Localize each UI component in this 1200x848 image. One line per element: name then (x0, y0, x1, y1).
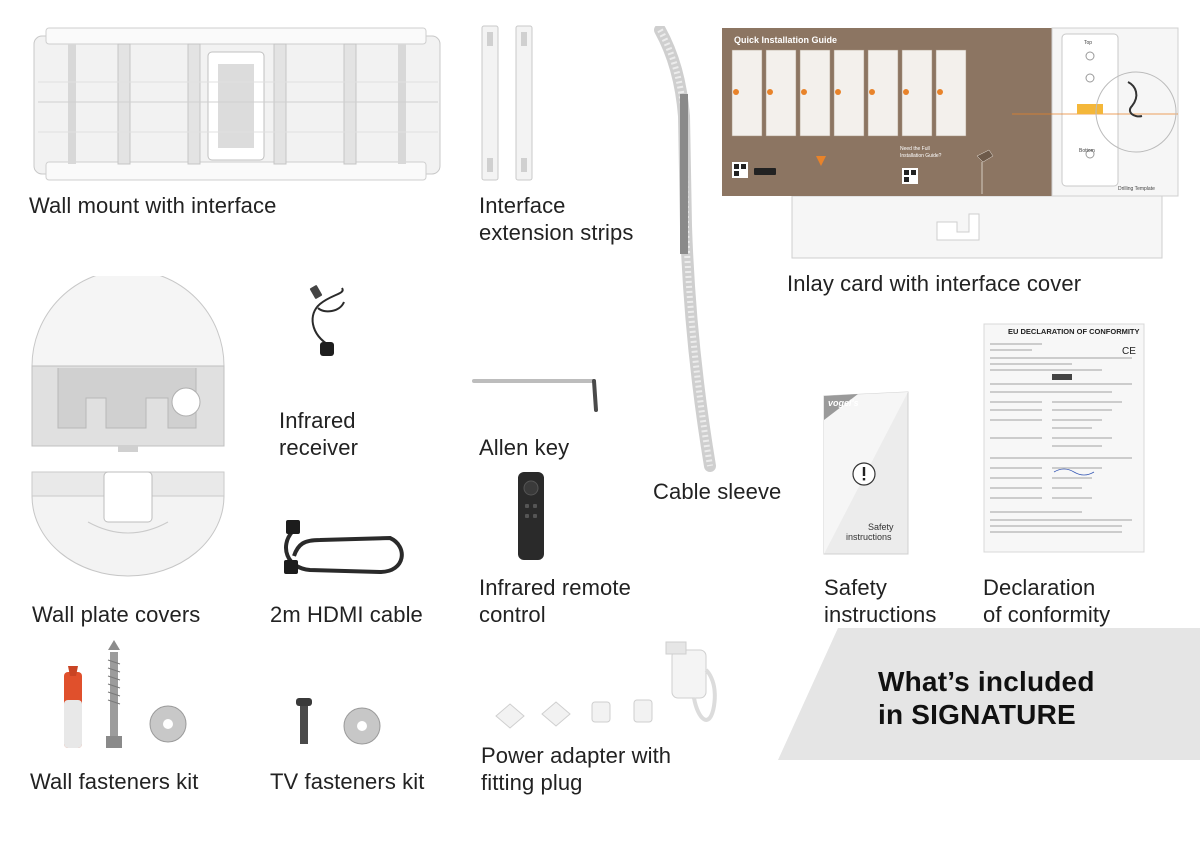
guide-full-guide-1: Need the Full (900, 146, 930, 152)
wall-mount-image (33, 27, 441, 181)
whats-included-line-2: in SIGNATURE (878, 699, 1076, 730)
remote-control-image (518, 472, 544, 560)
safety-booklet-line-1: Safety (868, 522, 894, 532)
declaration-document-image: EU DECLARATION OF CONFORMITY CE (983, 323, 1145, 553)
power-adapter-label-2: fitting plug (481, 770, 583, 795)
allen-key-image (472, 379, 598, 412)
declaration-label-1: Declaration (983, 575, 1096, 600)
power-adapter-label-1: Power adapter with (481, 743, 672, 768)
safety-label-2: instructions (824, 602, 937, 627)
wall-fasteners-label: Wall fasteners kit (30, 769, 199, 794)
wall-plate-covers-image (31, 276, 225, 577)
extension-strips-label-1: Interface (479, 193, 566, 218)
hdmi-cable-label: 2m HDMI cable (270, 602, 423, 627)
tv-fasteners-label: TV fasteners kit (270, 769, 425, 794)
allen-key-label: Allen key (479, 435, 570, 460)
ir-receiver-label-2: receiver (279, 435, 359, 460)
guide-bottom-label: Bottom (1079, 148, 1095, 154)
whats-included-heading: What’s included in SIGNATURE (878, 665, 1095, 731)
tv-fasteners-image (296, 698, 381, 745)
remote-control-label-1: Infrared remote (479, 575, 631, 600)
declaration-doc-title: EU DECLARATION OF CONFORMITY (1008, 327, 1140, 336)
declaration-ce-mark: CE (1122, 346, 1136, 357)
wall-plate-covers-label: Wall plate covers (32, 602, 201, 627)
ir-receiver-label-1: Infrared (279, 408, 356, 433)
remote-control-label-2: control (479, 602, 546, 627)
safety-label-1: Safety (824, 575, 887, 600)
inlay-card-label: Inlay card with interface cover (787, 271, 1082, 296)
safety-booklet-brand: vogel's (828, 398, 859, 408)
inlay-card-image: Quick Installation Guide Need the Full I… (722, 27, 1179, 259)
declaration-label-2: of conformity (983, 602, 1111, 627)
whats-included-banner (778, 628, 1200, 760)
extension-strips-label-2: extension strips (479, 220, 634, 245)
guide-drilling-label: Drilling Template (1118, 186, 1155, 192)
safety-booklet-line-2: instructions (846, 532, 892, 542)
hdmi-cable-image (284, 520, 404, 575)
guide-top-label: Top (1084, 40, 1092, 46)
power-adapter-image (495, 641, 717, 729)
wall-mount-label: Wall mount with interface (29, 193, 277, 218)
guide-title: Quick Installation Guide (734, 35, 837, 45)
cable-sleeve-image (654, 26, 716, 472)
safety-booklet-image: vogel's Safety instructions (823, 391, 909, 555)
wall-fasteners-image (64, 640, 187, 748)
ir-receiver-image (309, 285, 345, 356)
whats-included-line-1: What’s included (878, 666, 1095, 697)
guide-full-guide-2: Installation Guide? (900, 153, 942, 159)
cable-sleeve-label: Cable sleeve (653, 479, 782, 504)
extension-strips-image (481, 25, 533, 181)
